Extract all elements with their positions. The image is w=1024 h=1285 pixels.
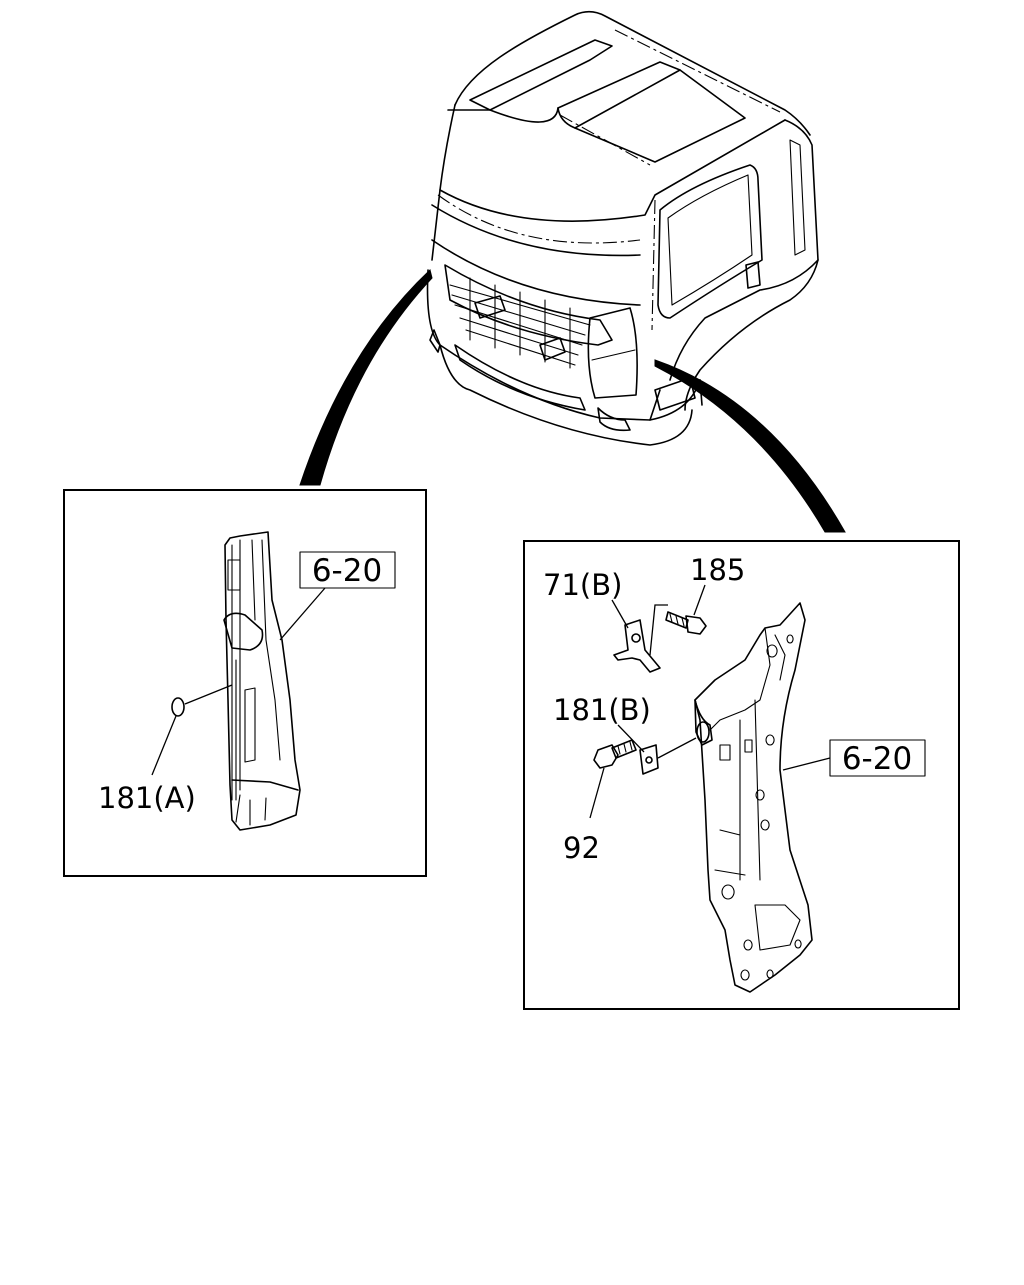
right-detail-connector [654,359,846,533]
label-92: 92 [563,831,600,865]
left-reference-tag: 6-20 [279,551,396,641]
right-reference-label: 6-20 [842,741,912,777]
washer-181b [617,724,697,775]
right-front-pillar [694,602,813,993]
label-181b: 181(B) [553,693,651,727]
label-185: 185 [690,553,745,587]
bolt-185 [665,584,707,635]
left-reference-label: 6-20 [312,553,382,589]
plug-181a [151,684,233,776]
left-front-pillar [223,531,301,831]
right-detail-frame [523,540,960,1010]
bracket-71b [611,599,668,673]
left-detail-connector [299,269,433,486]
truck-cab-illustration [426,10,819,446]
label-181a: 181(A) [98,781,196,815]
label-71b: 71(B) [543,568,622,602]
right-detail-panel: 6-20 71(B) 185 181(B) 92 [523,540,960,1010]
left-detail-panel: 6-20 181(A) [63,489,427,877]
bolt-92 [589,739,637,819]
left-detail-frame [63,489,427,877]
right-reference-tag: 6-20 [782,739,926,777]
